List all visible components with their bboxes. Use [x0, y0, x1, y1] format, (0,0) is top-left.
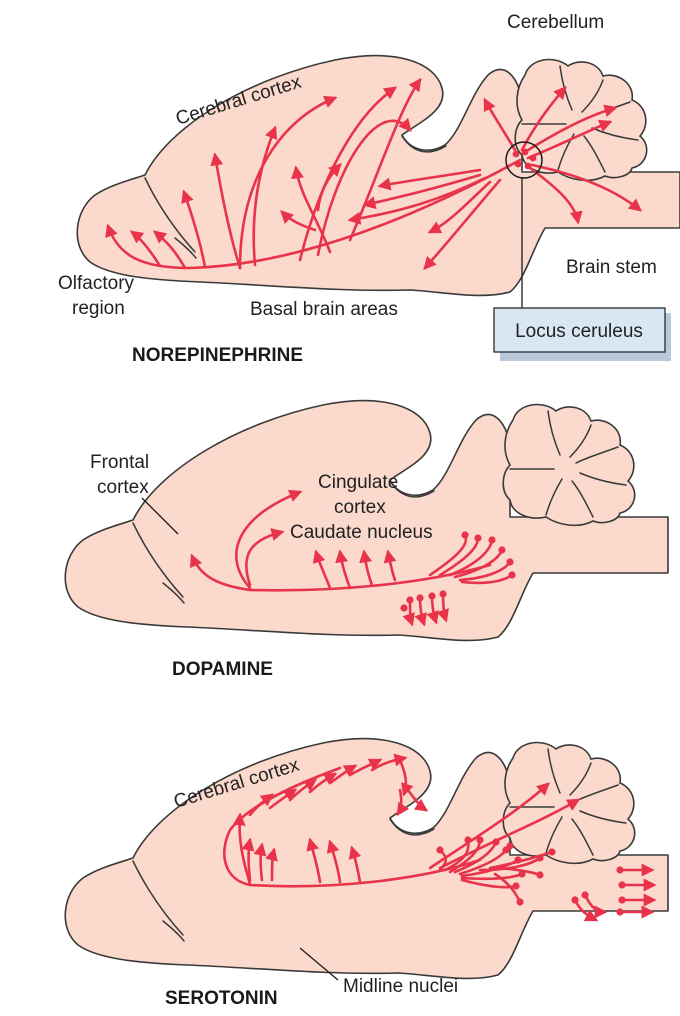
norepinephrine-title: NOREPINEPHRINE — [132, 345, 303, 366]
norepinephrine-panel: Locus ceruleus Cerebellum Cerebral corte… — [58, 12, 680, 366]
olfactory-label-line2: region — [72, 298, 125, 319]
serotonin-brain-outline — [64, 737, 669, 980]
cingulate-cortex-label-line1: Cingulate — [318, 472, 398, 493]
locus-ceruleus-label: Locus ceruleus — [515, 321, 643, 342]
norepinephrine-pathways — [105, 77, 643, 270]
dopamine-source-nuclei — [400, 531, 516, 612]
olfactory-label-line1: Olfactory — [58, 273, 135, 294]
dopamine-title: DOPAMINE — [172, 659, 273, 680]
locus-ceruleus-nucleus — [505, 141, 543, 179]
frontal-cortex-leader — [141, 497, 179, 535]
frontal-cortex-label-line1: Frontal — [90, 452, 149, 473]
midline-nuclei-label: Midline nuclei — [343, 976, 458, 997]
frontal-cortex-label-line2: cortex — [97, 477, 149, 498]
dopamine-panel: Frontal cortex Cingulate cortex Caudate … — [64, 399, 669, 680]
serotonin-panel: Cerebral cortex Midline nuclei SEROTONIN — [64, 737, 669, 1009]
cingulate-cortex-label-line2: cortex — [334, 497, 386, 518]
cerebellum-label: Cerebellum — [507, 12, 604, 33]
basal-brain-areas-label: Basal brain areas — [250, 299, 398, 320]
brain-stem-label: Brain stem — [566, 257, 657, 278]
dopamine-brain-outline — [64, 399, 669, 642]
midline-raphe-nuclei — [436, 836, 626, 916]
serotonin-title: SEROTONIN — [165, 988, 278, 1009]
locus-ceruleus-box — [493, 307, 666, 353]
midline-nuclei-leader — [299, 947, 339, 981]
caudate-nucleus-label: Caudate nucleus — [290, 522, 433, 543]
